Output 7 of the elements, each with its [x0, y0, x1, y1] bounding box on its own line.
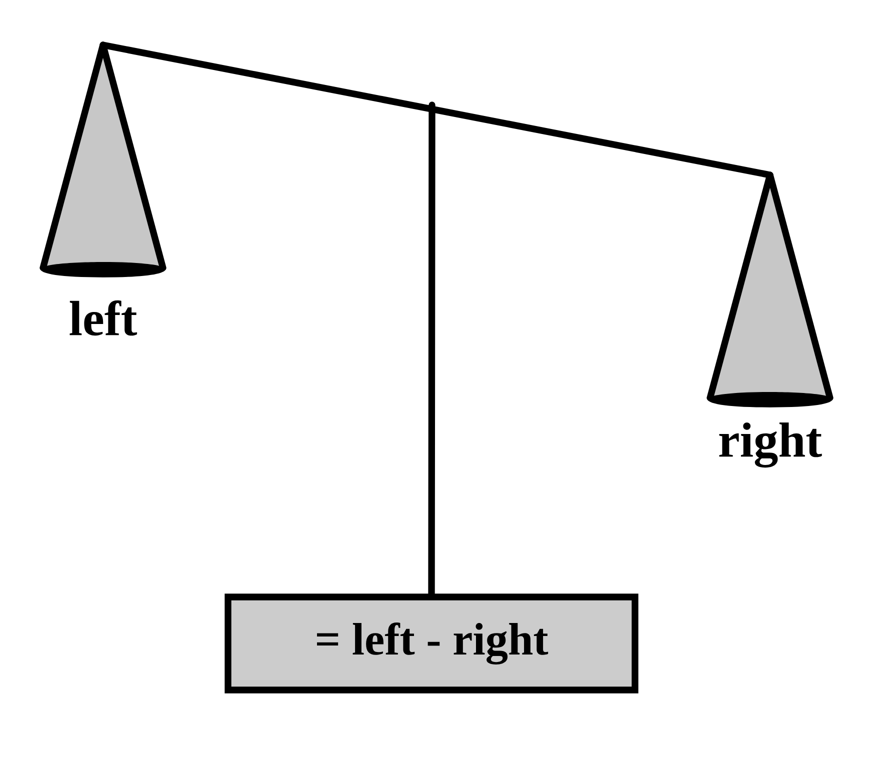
node-label: left [70, 300, 138, 336]
result-box: = left - right [224, 594, 638, 694]
node-label: right [719, 422, 822, 468]
balance-post [428, 102, 436, 597]
pan-cone: left [40, 42, 166, 336]
pan-cone: right [706, 172, 834, 468]
balance-beam [100, 42, 774, 178]
